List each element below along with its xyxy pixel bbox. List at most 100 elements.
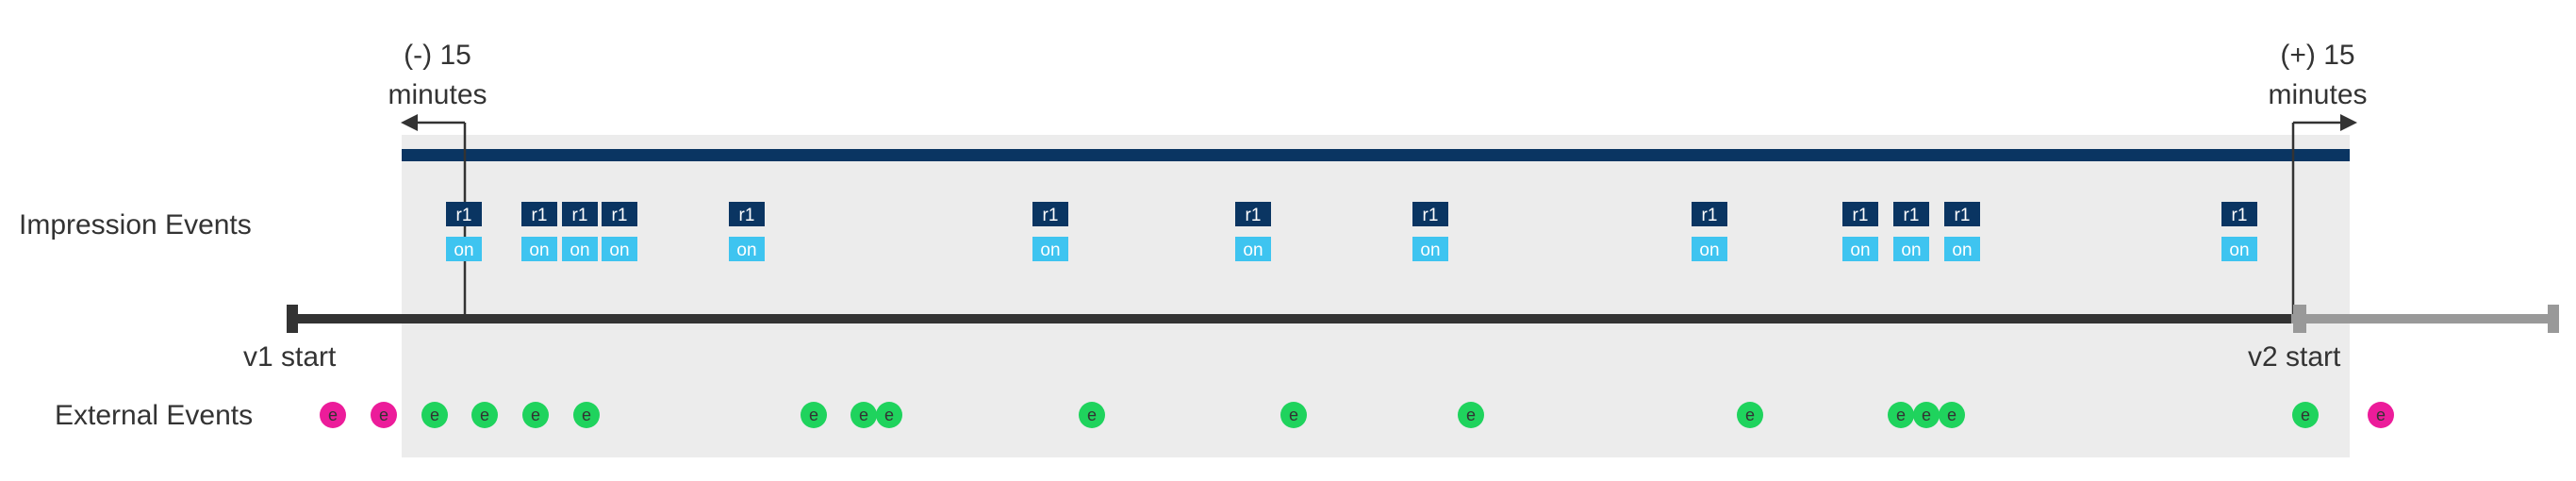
external-event: e	[1737, 402, 1763, 428]
external-event-dot	[371, 402, 397, 428]
impression-r-tag	[1944, 202, 1980, 226]
external-event: e	[1913, 402, 1940, 428]
impression-r-tag	[2221, 202, 2257, 226]
external-event-label: e	[1289, 406, 1298, 424]
external-event: e	[421, 402, 448, 428]
external-event-outside-window: e	[320, 402, 346, 428]
impression-r-label: r1	[532, 206, 548, 225]
impression-r-tag	[1842, 202, 1878, 226]
impression-on-tag	[2221, 237, 2257, 261]
external-event-dot	[2368, 402, 2394, 428]
external-event: e	[2292, 402, 2319, 428]
impression-on-tag	[1944, 237, 1980, 261]
external-event-dot	[471, 402, 498, 428]
impression-r-label: r1	[1043, 206, 1059, 225]
impression-on-label: on	[570, 240, 589, 260]
external-event: e	[1458, 402, 1484, 428]
external-event-dot	[850, 402, 877, 428]
external-event: e	[573, 402, 600, 428]
impression-on-tag	[1893, 237, 1929, 261]
external-event: e	[876, 402, 902, 428]
attribution-window-top-bar	[402, 149, 2350, 161]
impression-on-label: on	[1243, 240, 1263, 260]
impression-r-label: r1	[739, 206, 755, 225]
external-event: e	[522, 402, 549, 428]
external-event-label: e	[2376, 406, 2386, 424]
impression-on-label: on	[2229, 240, 2249, 260]
external-event: e	[471, 402, 498, 428]
impression-on-tag	[521, 237, 557, 261]
impression-on-tag	[729, 237, 765, 261]
impression-events-label: Impression Events	[19, 209, 252, 240]
attribution-window	[402, 135, 2350, 457]
v1-start-label: v1 start	[243, 341, 337, 373]
external-event-dot	[421, 402, 448, 428]
external-event: e	[1079, 402, 1105, 428]
impression-on-label: on	[1040, 240, 1060, 260]
impression-r-label: r1	[1702, 206, 1718, 225]
impression-r-tag	[521, 202, 557, 226]
external-event-label: e	[1947, 406, 1957, 424]
impression-r-tag	[1692, 202, 1727, 226]
v2-start-label: v2 start	[2248, 341, 2341, 373]
external-event-label: e	[328, 406, 338, 424]
external-events-label: External Events	[55, 400, 253, 431]
impression-tag: r1 on	[1842, 202, 1878, 261]
external-event-label: e	[379, 406, 388, 424]
impression-on-label: on	[1952, 240, 1972, 260]
impression-r-label: r1	[2232, 206, 2248, 225]
external-event-dot	[1913, 402, 1940, 428]
external-event: e	[850, 402, 877, 428]
window-after-label-line1: (+) 15	[2280, 40, 2354, 71]
external-event-label: e	[1896, 406, 1906, 424]
impression-r-tag	[1893, 202, 1929, 226]
external-event: e	[801, 402, 827, 428]
window-before-label-line2: minutes	[388, 79, 487, 110]
impression-on-label: on	[609, 240, 629, 260]
impression-r-label: r1	[1853, 206, 1869, 225]
external-event-dot	[2292, 402, 2319, 428]
external-event: e	[1280, 402, 1307, 428]
impression-on-tag	[1235, 237, 1271, 261]
impression-on-tag	[1692, 237, 1727, 261]
impression-r-tag	[602, 202, 637, 226]
external-event-dot	[1888, 402, 1914, 428]
impression-tag: r1 on	[1032, 202, 1068, 261]
external-event-label: e	[859, 406, 868, 424]
external-event-outside-window: e	[2368, 402, 2394, 428]
impression-on-label: on	[454, 240, 473, 260]
impression-on-tag	[1842, 237, 1878, 261]
impression-r-tag	[729, 202, 765, 226]
impression-on-tag	[446, 237, 482, 261]
impression-tag: r1 on	[2221, 202, 2257, 261]
external-event-label: e	[430, 406, 439, 424]
external-event-label: e	[1922, 406, 1931, 424]
external-event-dot	[876, 402, 902, 428]
impression-r-tag	[1412, 202, 1448, 226]
external-event-dot	[1079, 402, 1105, 428]
impression-on-label: on	[1901, 240, 1921, 260]
impression-on-label: on	[1850, 240, 1870, 260]
arrow-right-icon	[2291, 114, 2357, 314]
impression-tag: r1 on	[562, 202, 598, 261]
external-event-dot	[522, 402, 549, 428]
impression-r-label: r1	[572, 206, 588, 225]
external-event-label: e	[480, 406, 489, 424]
external-event-label: e	[582, 406, 591, 424]
external-event-label: e	[2301, 406, 2310, 424]
external-event-label: e	[1745, 406, 1755, 424]
impression-on-label: on	[1420, 240, 1440, 260]
external-event: e	[1888, 402, 1914, 428]
impression-r-tag	[1032, 202, 1068, 226]
impression-r-tag	[562, 202, 598, 226]
impression-on-tag	[1412, 237, 1448, 261]
external-event-label: e	[809, 406, 818, 424]
external-event-dot	[1939, 402, 1965, 428]
